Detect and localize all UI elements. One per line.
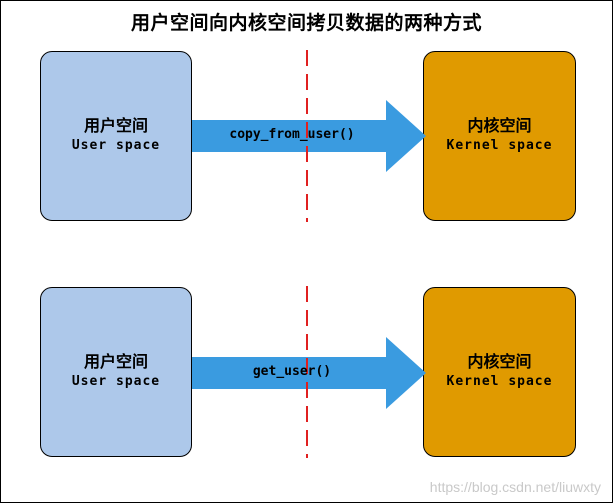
kernel-space-label-en-1: Kernel space [446,138,553,153]
kernel-space-label-cn-2: 内核空间 [467,352,532,371]
arrow-label-2: get_user() [252,364,332,379]
kernel-space-label-en-2: Kernel space [446,374,553,389]
diagram-title: 用户空间向内核空间拷贝数据的两种方式 [130,12,482,34]
kernel-space-box-2: 内核空间 Kernel space [423,287,576,457]
user-space-box-2: 用户空间 User space [40,287,192,457]
arrow-2 [192,337,426,409]
arrow-label-1: copy_from_user() [229,127,355,142]
user-space-label-cn-1: 用户空间 [83,116,148,135]
user-space-box-1: 用户空间 User space [40,51,192,221]
kernel-space-label-cn-1: 内核空间 [467,116,532,135]
user-space-label-en-1: User space [71,138,161,153]
arrow-1 [192,100,426,172]
user-space-label-cn-2: 用户空间 [83,352,148,371]
kernel-space-box-1: 内核空间 Kernel space [423,51,576,221]
user-space-label-en-2: User space [71,374,161,389]
watermark: https://blog.csdn.net/liuwxty [429,479,601,495]
